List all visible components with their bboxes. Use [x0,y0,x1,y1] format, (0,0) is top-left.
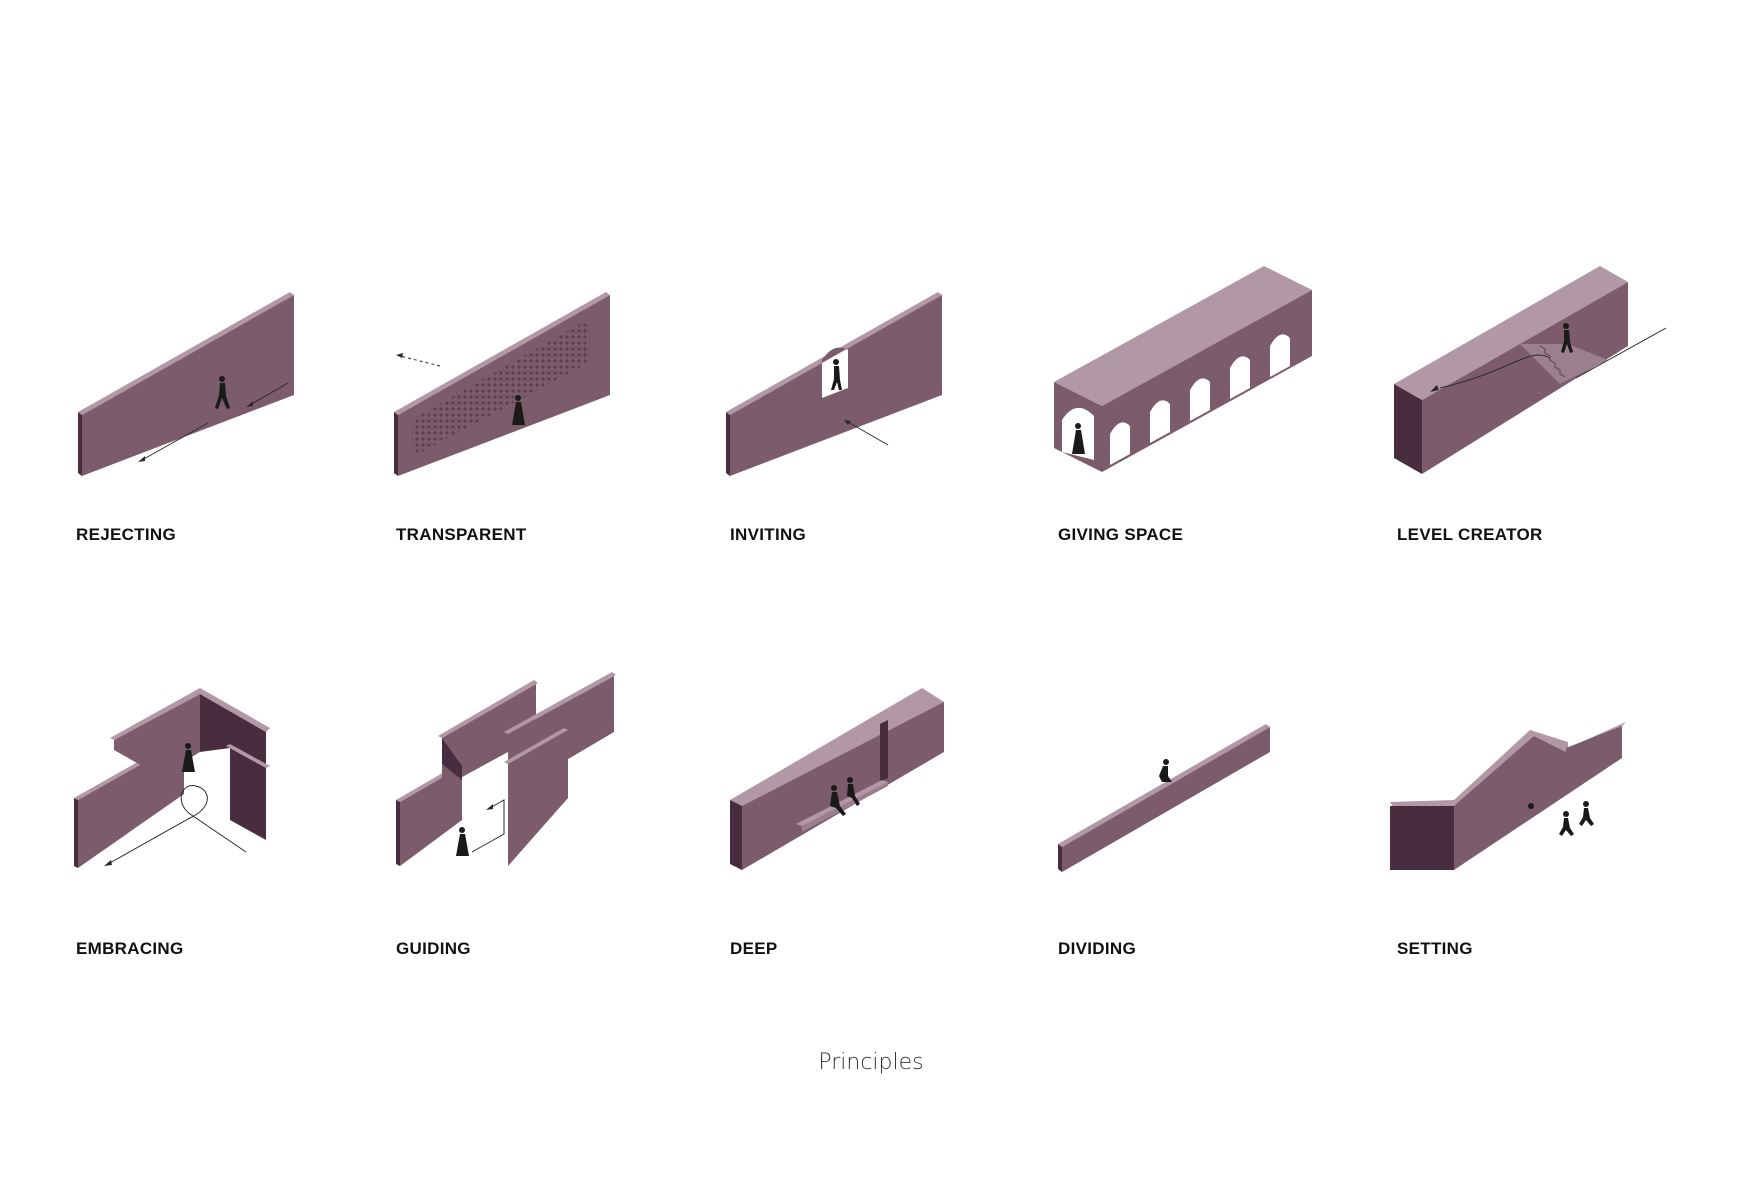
person-silhouette [215,376,230,409]
wall-front [742,702,944,870]
person-silhouette [1159,759,1172,782]
step-cut [1520,344,1608,384]
label-embracing: EMBRACING [76,939,184,958]
transparent-wall-figure [394,292,610,476]
person-silhouette [182,743,195,772]
label-transparent: TRANSPARENT [396,525,527,544]
path-arrow [141,422,209,461]
wall-1-front [400,766,462,866]
wall-4-front [508,730,568,866]
label-giving-space: GIVING SPACE [1058,525,1184,544]
wall-top [1390,722,1626,808]
wall-end [726,412,730,476]
ball [1528,803,1534,809]
inviting-wall-figure [726,292,942,476]
pier [880,720,888,782]
back-wall-top [110,688,204,740]
step-edges [1539,345,1566,378]
block-side [1394,384,1422,474]
setting-wall-figure [1390,722,1626,870]
wall-front [82,295,294,476]
label-level-creator: LEVEL CREATOR [1397,525,1543,544]
curved-path-arrow [1439,327,1667,389]
roof-top [1054,266,1312,406]
turning-path-arrow [471,799,505,853]
path-arrow [249,382,289,406]
block-top [1394,266,1628,400]
person-silhouette [512,395,525,425]
dividing-wall-figure [1058,724,1270,872]
right-wall-top-edge [226,744,270,768]
bench-front [802,782,888,832]
wall-end [1058,844,1062,872]
deep-wall-figure [730,688,944,870]
person-silhouette [1072,423,1085,454]
level-creator-block-figure [1394,266,1667,474]
wall-3-top [504,672,616,734]
wall-side [1390,806,1454,870]
bench-top [796,780,888,826]
right-wall-top [200,688,270,732]
right-wall-front [230,748,266,840]
label-dividing: DIVIDING [1058,939,1136,958]
people-silhouettes [830,777,860,816]
left-wall-end [74,798,78,868]
person-silhouette [831,359,842,390]
people-silhouettes [1559,801,1594,836]
diagram-caption: Principles [818,1050,924,1075]
wall-top [78,292,294,415]
wall-2-top [438,680,538,738]
wall-front [1454,726,1622,870]
wall-2-side [442,738,462,780]
wall-4-top [504,728,568,764]
label-setting: SETTING [1397,939,1473,958]
dashed-arrow [399,355,441,367]
wall-end [394,412,398,476]
wall-top [394,292,610,415]
person-silhouette [1561,323,1573,353]
wall-top [1058,724,1270,847]
path-arrow [847,421,889,446]
loop-path-arrow [107,785,247,865]
person-silhouette [456,827,469,856]
wall-2-front [442,684,536,788]
back-wall-right [200,694,266,768]
label-deep: DEEP [730,939,778,958]
wall-front [1062,727,1270,872]
wall-end [78,412,82,476]
rejecting-wall-figure [78,292,294,476]
back-wall-left [114,694,200,776]
wall-top [730,688,944,814]
perforated-pattern [412,318,590,457]
label-guiding: GUIDING [396,939,471,958]
arches [1110,334,1290,465]
giving-space-arcade-figure [1054,266,1312,472]
wall-front [730,295,942,476]
wall-side [730,800,742,870]
embracing-walls-figure [74,688,270,868]
label-inviting: INVITING [730,525,807,544]
wall-1-end [396,800,400,866]
block-front [1422,282,1628,474]
label-rejecting: REJECTING [76,525,176,544]
guiding-walls-figure [396,672,616,866]
